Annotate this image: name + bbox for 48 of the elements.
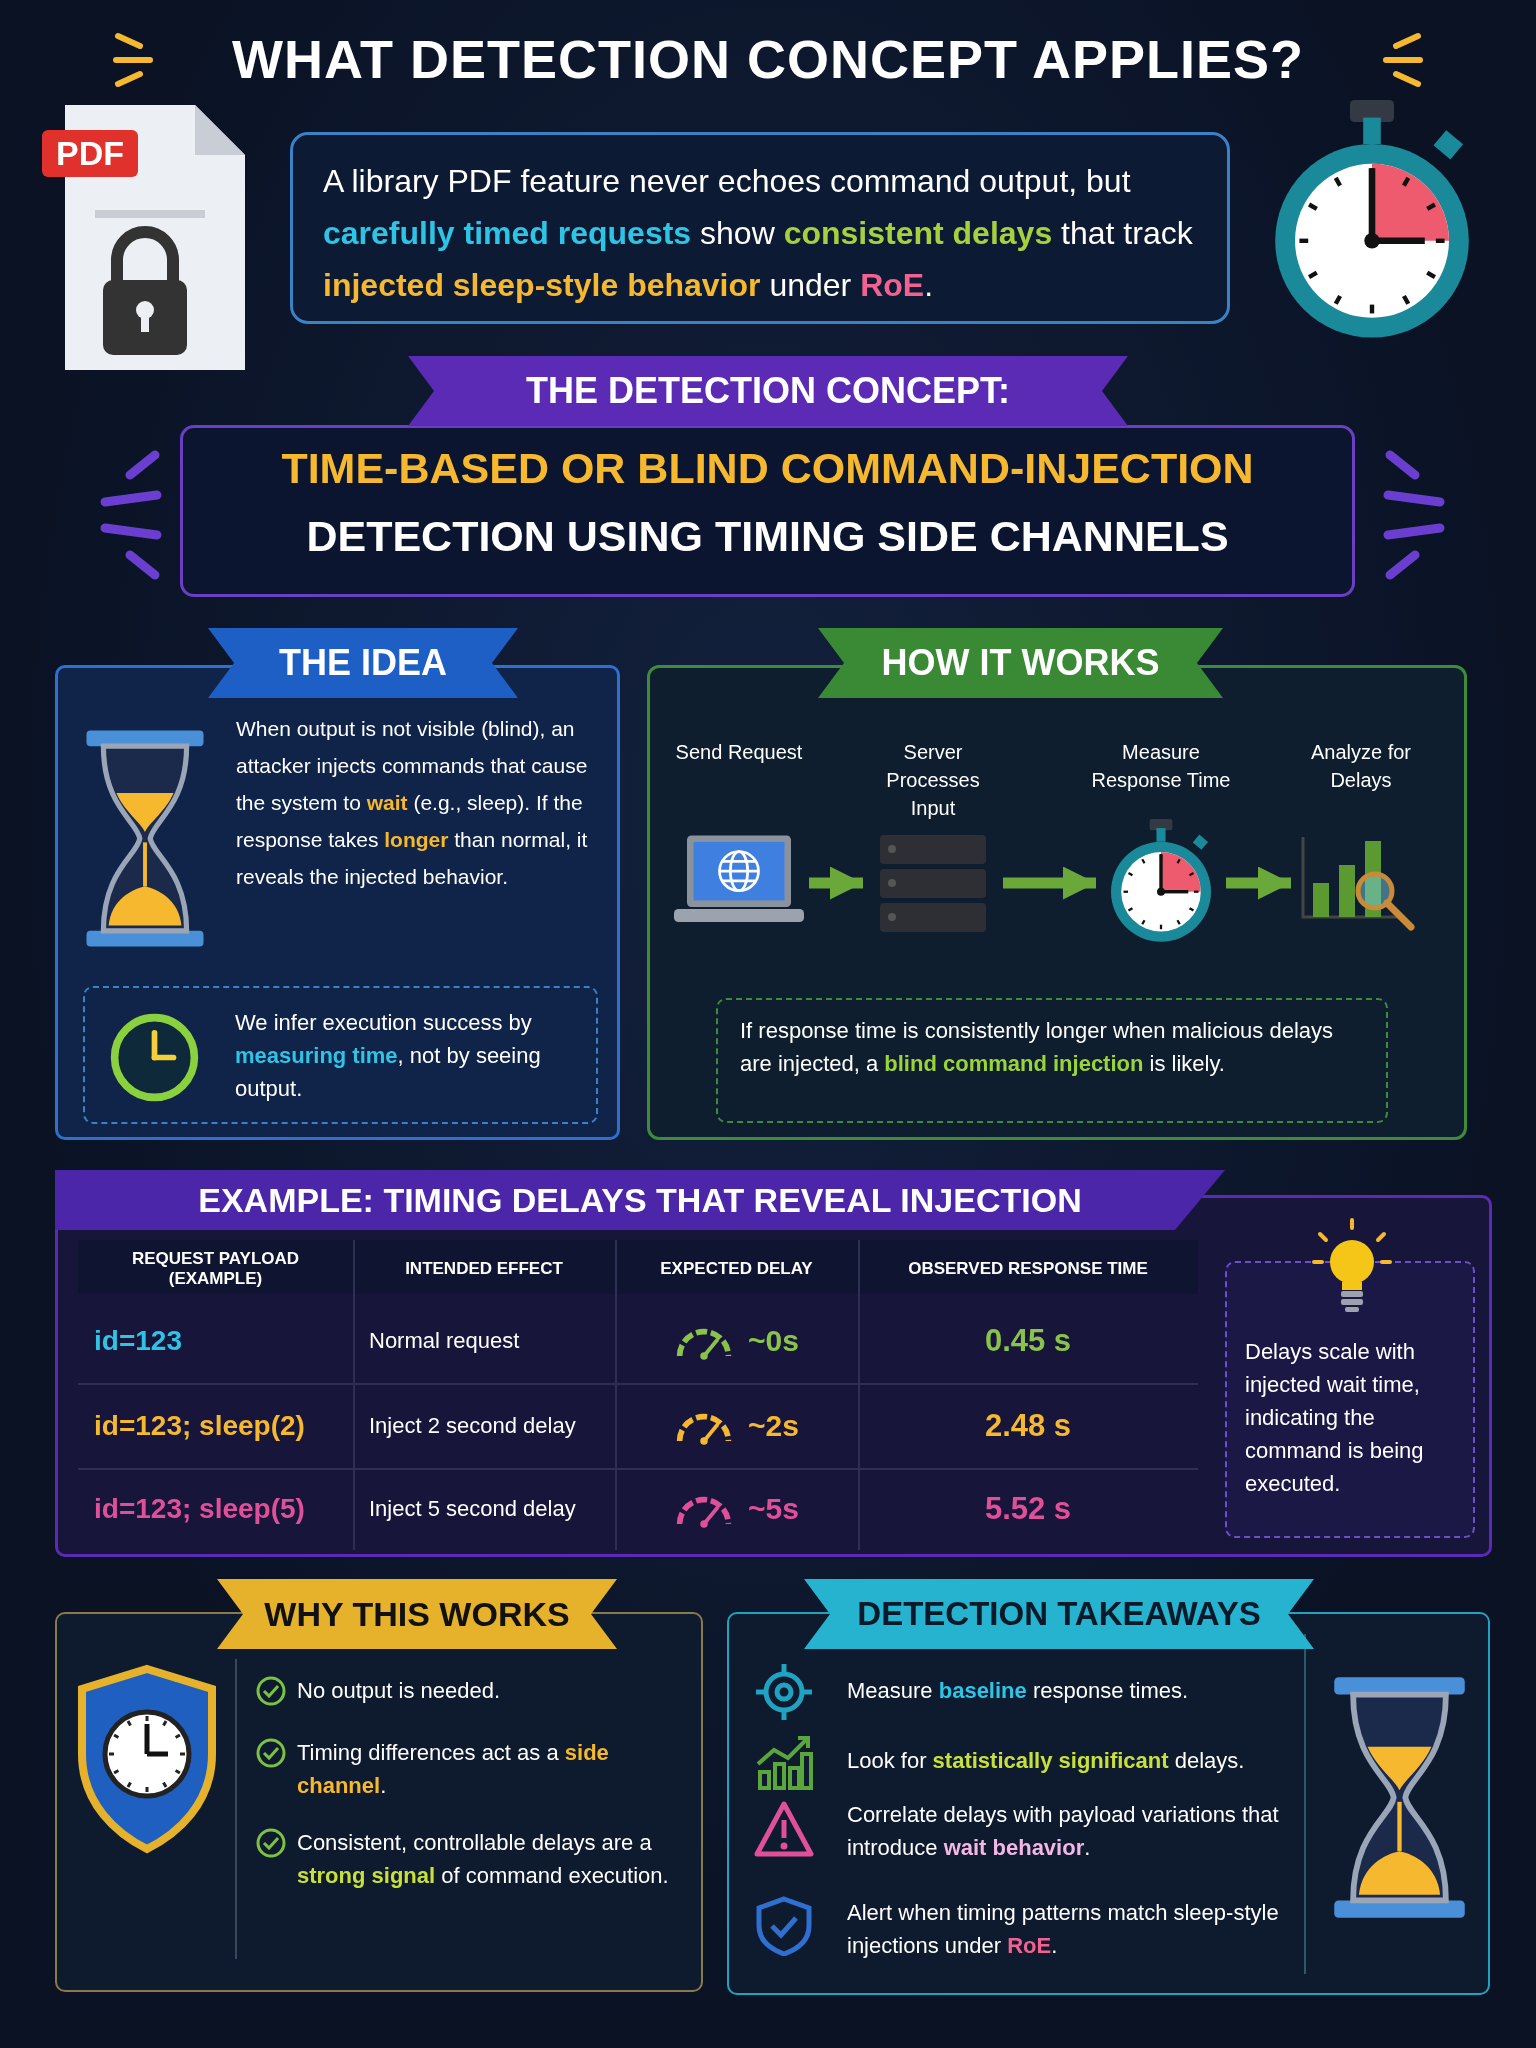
banner-heading: DETECTION TAKEAWAYS bbox=[804, 1579, 1314, 1649]
banner-heading: HOW IT WORKS bbox=[818, 628, 1223, 698]
bullet-text: Timing differences act as a side channel. bbox=[297, 1739, 610, 1800]
description-text: When output is not visible (blind), an attacker injects commands that cause the system to wait (e.g., sleep). If the response takes longer than normal, it reveals the injected behavior. bbox=[236, 716, 589, 890]
delay-value: ~5s bbox=[748, 1492, 799, 1526]
note-text: If response time is consistently longer when malicious delays are injected, a blind command injection is likely. bbox=[740, 1017, 1335, 1078]
response-time-value: 0.45 s bbox=[984, 1322, 1072, 1359]
response-time-value: 2.48 s bbox=[984, 1407, 1072, 1444]
info-box bbox=[290, 132, 1230, 324]
bullet-text: Measure baseline response times. bbox=[847, 1677, 1190, 1705]
column-header: OBSERVED RESPONSE TIME bbox=[908, 1259, 1148, 1279]
column-header: INTENDED EFFECT bbox=[405, 1259, 563, 1279]
intro-text: A library PDF feature never echoes command output, but carefully timed requests show consistent delays that track injected sleep-style behavior under RoE. bbox=[323, 162, 1194, 305]
headline-text: DETECTION USING TIMING SIDE CHANNELS bbox=[305, 512, 1230, 561]
payload-text: id=123 bbox=[94, 1324, 182, 1357]
banner-heading: EXAMPLE: TIMING DELAYS THAT REVEAL INJECTION bbox=[55, 1170, 1225, 1230]
step-label: Send Request bbox=[674, 740, 804, 765]
step-label: Server Processes Input bbox=[885, 740, 981, 821]
arrow bbox=[1003, 866, 1096, 900]
delay-value: ~0s bbox=[748, 1323, 799, 1358]
note-box bbox=[716, 998, 1388, 1123]
arrow bbox=[1226, 866, 1291, 900]
banner-heading: WHY THIS WORKS bbox=[217, 1579, 617, 1649]
delay-value: ~2s bbox=[748, 1408, 799, 1443]
payload-text: id=123; sleep(5) bbox=[94, 1493, 305, 1525]
bullet-text: Look for statistically significant delays. bbox=[847, 1747, 1246, 1775]
column-header: EXPECTED DELAY bbox=[660, 1259, 813, 1279]
description-text: We infer execution success by measuring time, not by seeing output. bbox=[235, 1009, 542, 1103]
effect-text: Inject 5 second delay bbox=[369, 1496, 576, 1522]
banner-heading: THE IDEA bbox=[208, 628, 518, 698]
step-label: Measure Response Time bbox=[1090, 740, 1232, 793]
bullet-text: No output is needed. bbox=[297, 1677, 502, 1705]
arrow bbox=[809, 866, 863, 900]
bullet-text: Consistent, controllable delays are a strong signal of command execution. bbox=[297, 1829, 670, 1890]
info-box bbox=[83, 986, 598, 1124]
bullet-text: Correlate delays with payload variations that introduce wait behavior. bbox=[847, 1801, 1280, 1862]
effect-text: Normal request bbox=[369, 1327, 520, 1354]
bullet-text: Alert when timing patterns match sleep-style injections under RoE. bbox=[847, 1899, 1280, 1960]
note-text: Delays scale with injected wait time, indicating the command is being executed. bbox=[1245, 1338, 1425, 1498]
step-label: Analyze for Delays bbox=[1309, 740, 1413, 793]
file-type-tag: PDF bbox=[42, 130, 138, 177]
column-header: REQUEST PAYLOAD (EXAMPLE) bbox=[130, 1249, 301, 1289]
title-heading: WHAT DETECTION CONCEPT APPLIES? bbox=[231, 28, 1305, 90]
effect-text: Inject 2 second delay bbox=[369, 1412, 576, 1439]
response-time-value: 5.52 s bbox=[984, 1491, 1072, 1527]
banner-heading: THE DETECTION CONCEPT: bbox=[408, 356, 1128, 426]
payload-text: id=123; sleep(2) bbox=[94, 1409, 305, 1442]
headline-text: TIME-BASED OR BLIND COMMAND-INJECTION bbox=[280, 444, 1255, 493]
